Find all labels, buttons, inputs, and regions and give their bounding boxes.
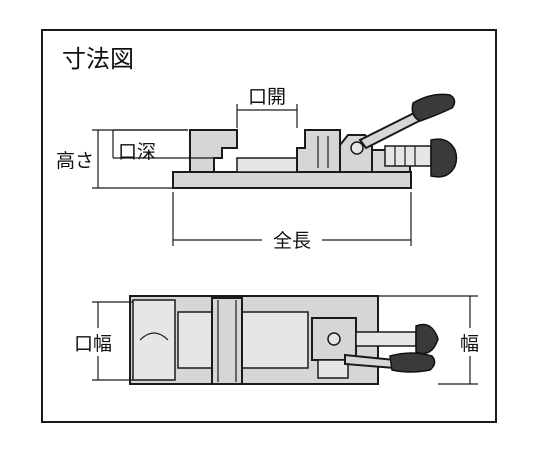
length-label: 全長 <box>273 230 311 252</box>
fixed-jaw <box>189 129 238 173</box>
jaw-opening-label: 口開 <box>248 86 286 108</box>
depth-label: 口深 <box>118 141 156 163</box>
top-fixed-jaw <box>132 299 176 381</box>
height-label: 高さ <box>56 150 94 172</box>
top-lever-grip <box>389 352 436 373</box>
top-moving-jaw <box>211 297 243 385</box>
screw-knob <box>430 138 458 178</box>
vise-side-view: 口開 高さ 口深 全長 <box>56 86 458 252</box>
vise-base <box>172 171 412 189</box>
lever-grip <box>411 93 456 122</box>
top-v-groove <box>139 332 169 341</box>
diagram-title: 寸法図 <box>62 45 134 73</box>
vise-top-view: 口幅 幅 <box>74 295 479 385</box>
clamp-pivot <box>350 141 364 155</box>
top-clamp-pivot <box>327 332 341 346</box>
top-screw <box>355 331 417 347</box>
top-clamp-nose <box>317 359 349 379</box>
jaw-width-label: 口幅 <box>74 333 112 355</box>
screw-body <box>384 145 432 167</box>
jaw-bed <box>236 157 298 173</box>
width-label: 幅 <box>460 333 479 355</box>
